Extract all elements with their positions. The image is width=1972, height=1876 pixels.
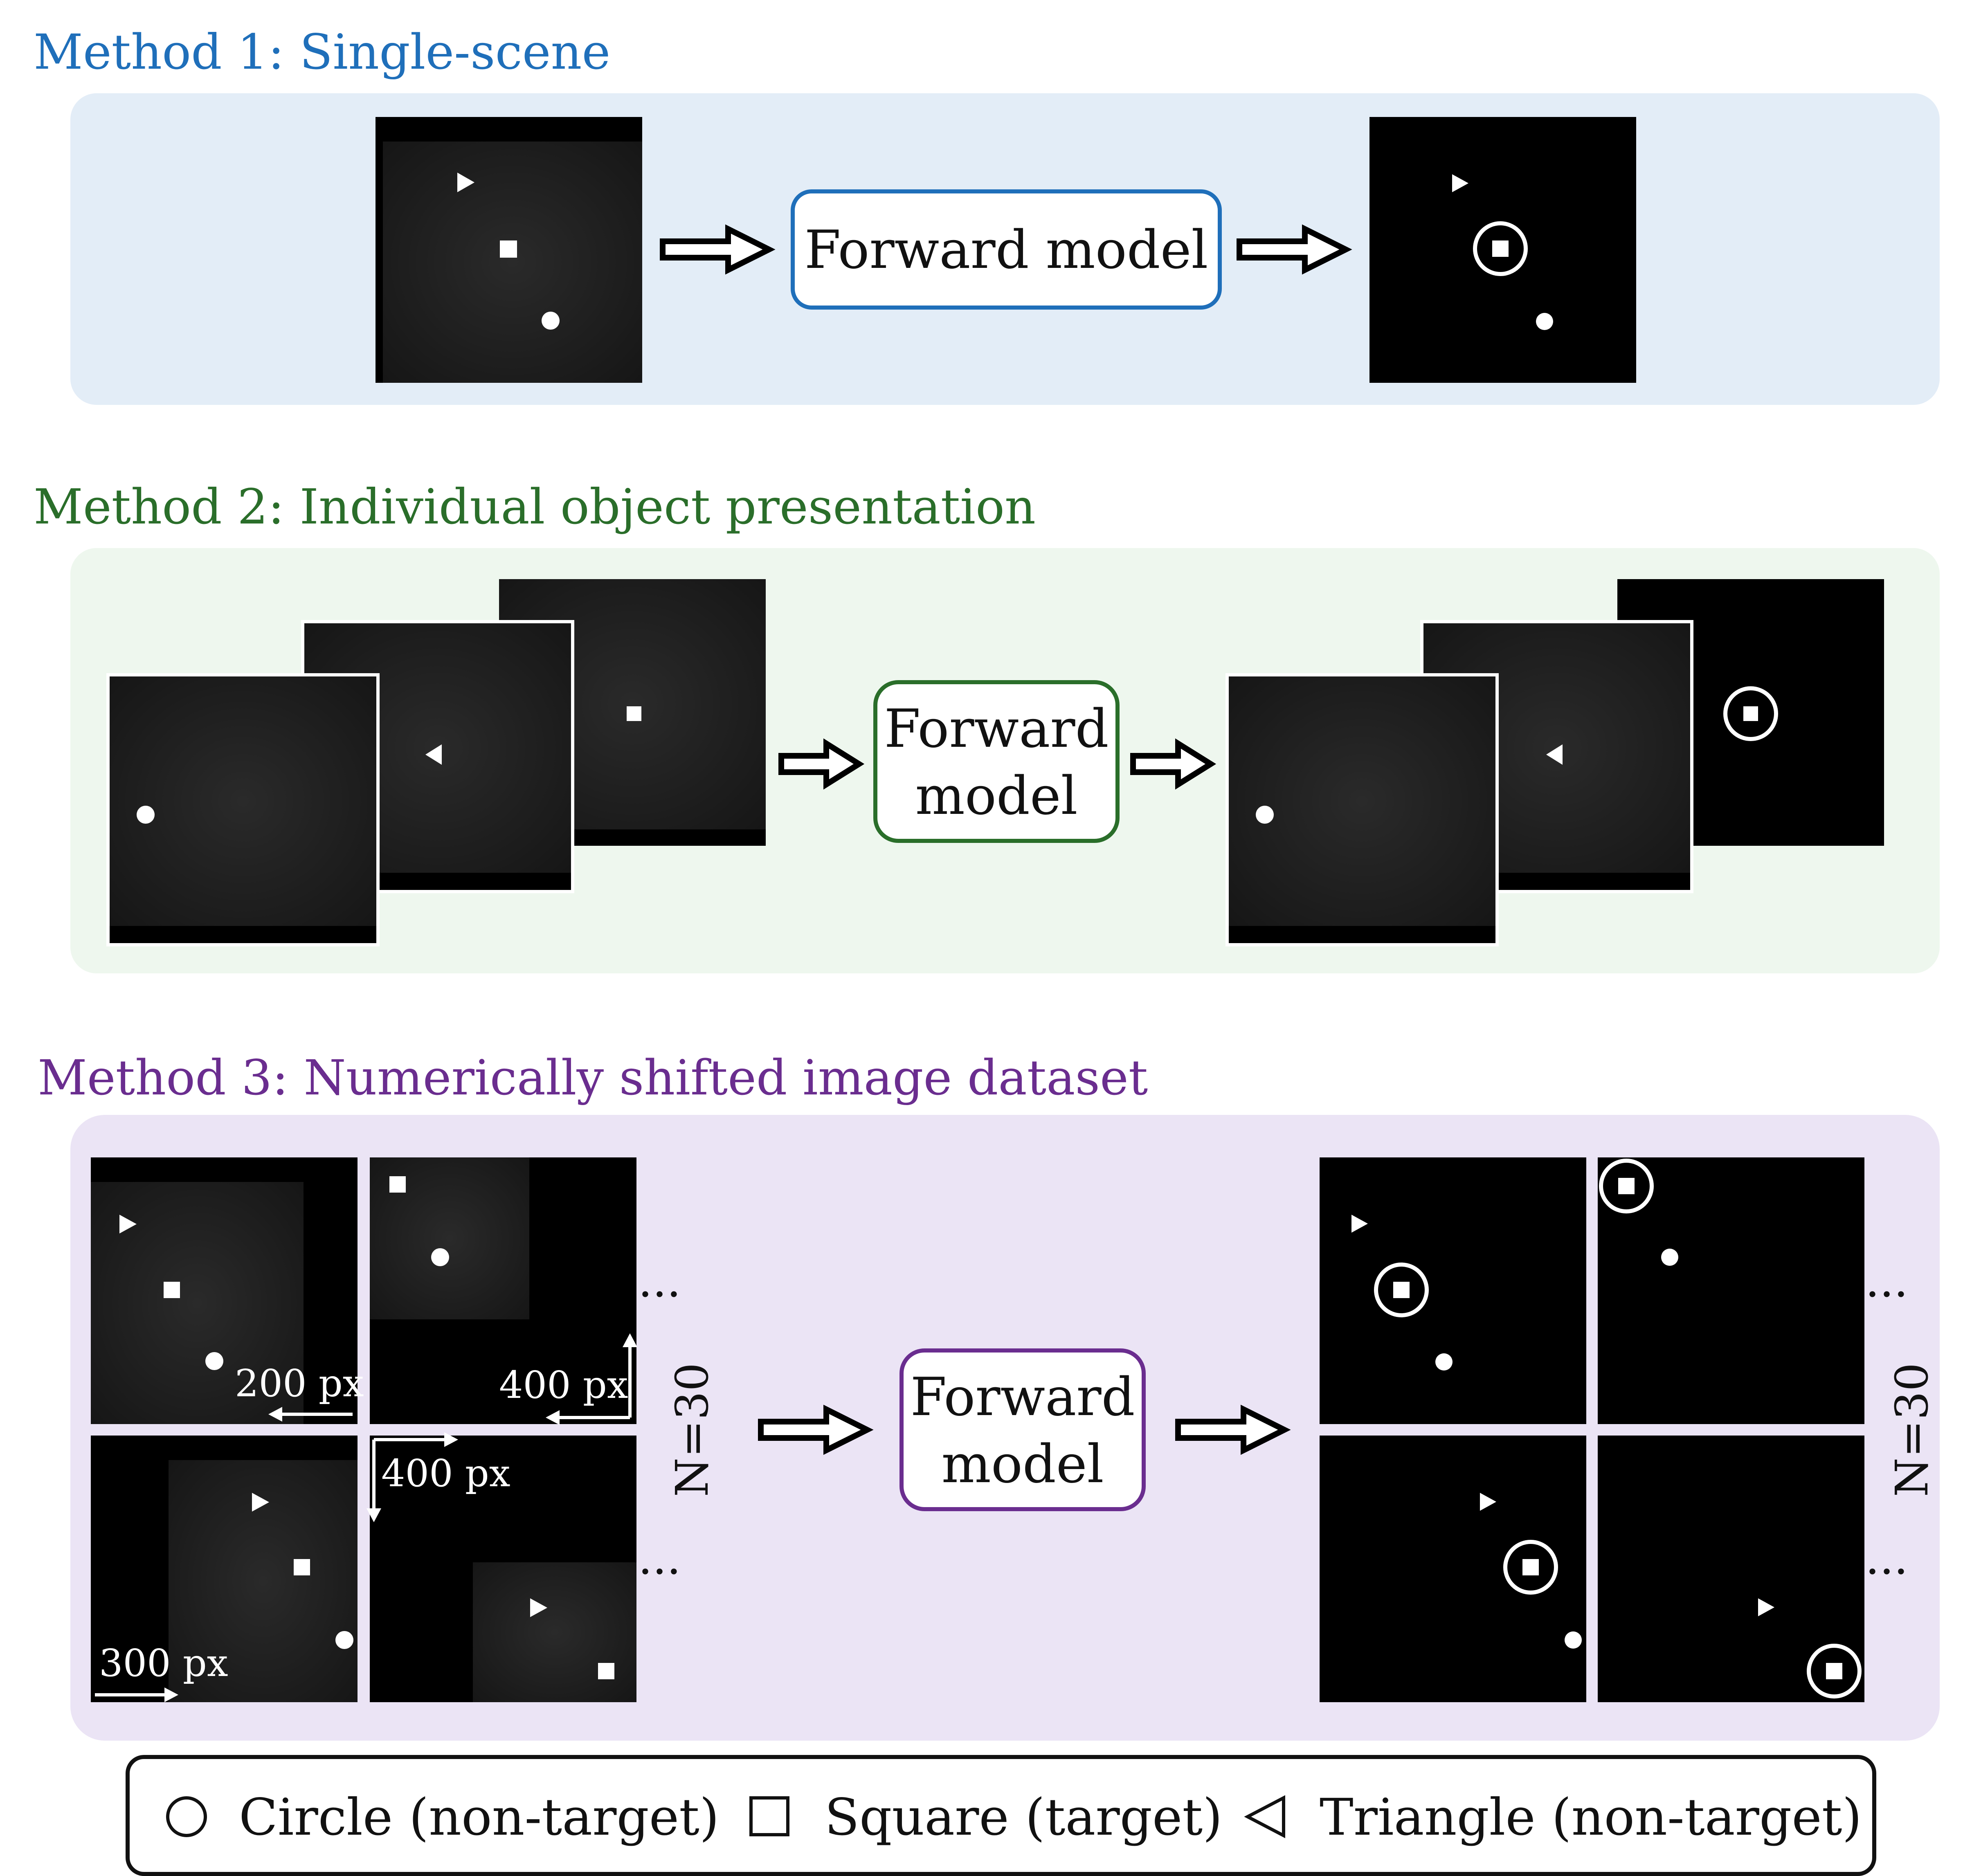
method1-forward-model-label: Forward model [805, 220, 1208, 281]
shift-label-400px-up-left: 400 px [499, 1363, 628, 1407]
square-object [164, 1282, 180, 1298]
square-object [500, 240, 517, 258]
arrow-right-icon [1175, 1404, 1291, 1455]
arrow-right-icon [1130, 738, 1216, 790]
method2-forward-model-label-line2: model [915, 766, 1077, 827]
ellipsis-more-bottom-right: ... [1865, 1532, 1908, 1584]
method1-forward-model-box [791, 189, 1222, 310]
square-object [1826, 1663, 1842, 1679]
method3-input-grid: 200 px 400 px 300 px 400 px [91, 1157, 637, 1702]
arrow-right-icon [660, 224, 776, 275]
shift-label-300px: 300 px [99, 1641, 228, 1685]
arrow-right-icon [778, 738, 865, 790]
circle-object [1256, 806, 1274, 824]
square-object [627, 706, 641, 721]
triangle-icon [1244, 1795, 1285, 1838]
circle-object [431, 1248, 449, 1266]
ellipsis-more-top-left: ... [638, 1255, 681, 1307]
triangle-object [1480, 1493, 1496, 1511]
method1-title: Method 1: Single-scene [34, 24, 610, 80]
square-icon [749, 1796, 789, 1836]
triangle-object [1452, 174, 1468, 192]
method3-forward-model-label-line2: model [941, 1434, 1104, 1495]
detection-circle-icon [1503, 1540, 1558, 1595]
detection-circle-icon [1374, 1263, 1429, 1317]
arrow-right-icon [1237, 224, 1352, 275]
square-object [1743, 706, 1758, 721]
circle-object [137, 806, 155, 824]
method2-forward-model-box [873, 680, 1120, 843]
triangle-object [119, 1215, 137, 1233]
method1-input-image [376, 117, 642, 383]
circle-object [205, 1352, 223, 1370]
arrow-right-icon [758, 1404, 874, 1455]
square-object [389, 1176, 406, 1193]
triangle-object [425, 744, 442, 765]
method1-output-image [1369, 117, 1636, 383]
triangle-object [252, 1493, 269, 1512]
triangle-object [530, 1598, 547, 1617]
square-object [1618, 1178, 1635, 1194]
triangle-object [457, 173, 474, 192]
legend-circle-label: Circle (non-target) [239, 1788, 719, 1847]
circle-object [335, 1631, 353, 1649]
circle-object [542, 312, 560, 330]
square-object [598, 1663, 614, 1679]
method3-title: Method 3: Numerically shifted image data… [38, 1049, 1148, 1106]
circle-object [1661, 1249, 1678, 1266]
arrow-down-right-icon [372, 1438, 452, 1516]
circle-object [1435, 1353, 1453, 1370]
square-object [1393, 1282, 1410, 1298]
method3-forward-model-box [899, 1348, 1146, 1511]
ellipsis-more-top-right: ... [1865, 1255, 1908, 1307]
method2-forward-model-label-line1: Forward [884, 699, 1109, 759]
method3-forward-model-label-line1: Forward [910, 1367, 1135, 1428]
method2-input-stack [106, 579, 766, 946]
arrow-up-left-icon [552, 1340, 632, 1419]
legend-triangle-label: Triangle (non-target) [1320, 1788, 1862, 1847]
square-object [294, 1559, 310, 1575]
legend-square-label: Square (target) [825, 1788, 1223, 1847]
triangle-object [1351, 1215, 1368, 1233]
shift-label-200px: 200 px [235, 1362, 364, 1405]
triangle-object [1758, 1598, 1774, 1616]
triangle-object [1546, 744, 1563, 765]
shift-label-400px-down-right: 400 px [381, 1451, 510, 1495]
detection-circle-icon [1599, 1159, 1654, 1213]
circle-object [1536, 313, 1553, 330]
circle-object [1565, 1631, 1582, 1649]
square-object [1492, 240, 1509, 257]
ellipsis-more-bottom-left: ... [638, 1532, 681, 1584]
square-object [1522, 1559, 1539, 1575]
dataset-count-right: N=30 [1886, 1363, 1938, 1497]
method3-output-grid [1320, 1157, 1864, 1702]
method2-title: Method 2: Individual object presentation [34, 479, 1036, 535]
detection-circle-icon [1473, 221, 1528, 276]
detection-circle-icon [1723, 686, 1778, 741]
detection-circle-icon [1807, 1644, 1862, 1699]
dataset-count-left: N=30 [666, 1363, 718, 1497]
legend-box [126, 1755, 1876, 1876]
circle-icon [166, 1796, 207, 1837]
method2-output-stack [1225, 579, 1884, 946]
